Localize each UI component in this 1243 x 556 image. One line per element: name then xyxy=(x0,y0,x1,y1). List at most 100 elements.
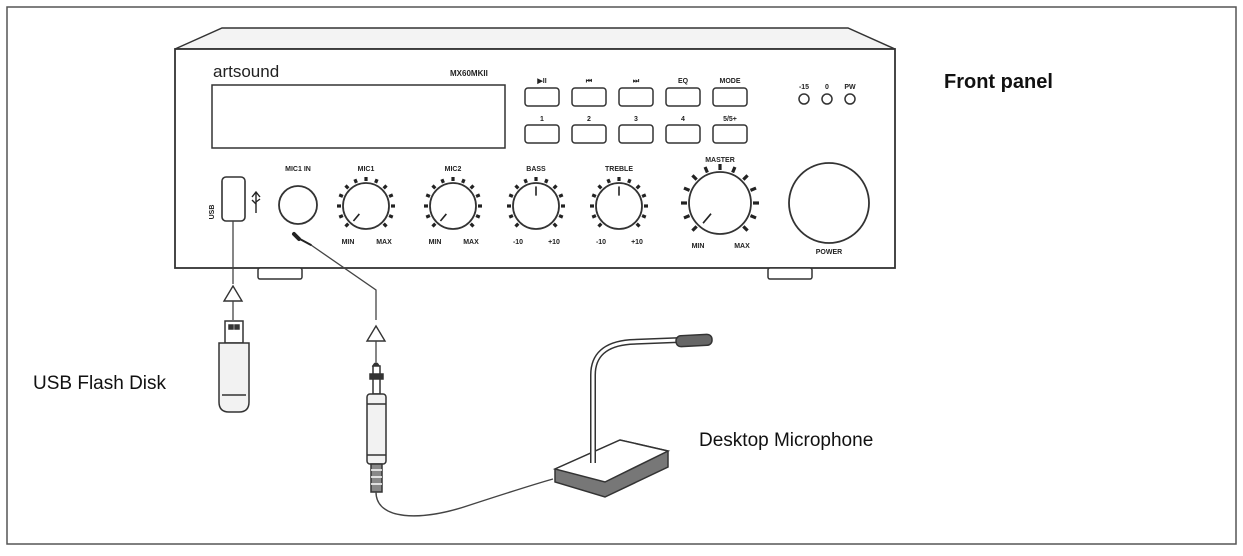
mode-label: MODE xyxy=(720,78,741,85)
mic1-min-label: MIN xyxy=(342,239,355,246)
desktop-microphone-label: Desktop Microphone xyxy=(699,430,873,451)
mic1-scale-tick xyxy=(382,222,388,228)
usb-port[interactable] xyxy=(221,176,246,222)
mic1-knob-label: MIC1 xyxy=(358,166,375,173)
mic1-in-label: MIC1 IN xyxy=(285,166,311,173)
power-label: POWER xyxy=(816,249,842,256)
mic2-scale-tick xyxy=(431,184,437,190)
bass-scale-tick xyxy=(514,184,520,190)
bass-scale-tick xyxy=(544,178,549,184)
preset-2-button[interactable] xyxy=(571,124,607,144)
next-button[interactable] xyxy=(618,87,654,107)
preset-buttons: 1 2 3 4 5/5+ xyxy=(524,116,748,144)
mic1-scale-tick xyxy=(344,184,350,190)
treble-scale-tick xyxy=(641,214,647,219)
amplifier-top xyxy=(174,27,896,50)
indicator-pw-led xyxy=(844,93,856,105)
bass-scale-tick xyxy=(558,193,564,198)
preset-4-label: 4 xyxy=(681,116,685,123)
bass-scale-tick xyxy=(552,222,558,228)
bass-scale-tick xyxy=(514,222,520,228)
preset-1-button[interactable] xyxy=(524,124,560,144)
front-panel-heading: Front panel xyxy=(944,71,1053,93)
preset-5-button[interactable] xyxy=(712,124,748,144)
bass-min-label: -10 xyxy=(513,239,523,246)
mic2-knob-label: MIC2 xyxy=(445,166,462,173)
preset-1-label: 1 xyxy=(540,116,544,123)
treble-scale-tick xyxy=(597,184,603,190)
preset-5-label: 5/5+ xyxy=(723,116,737,123)
mic1-scale-tick xyxy=(388,193,394,198)
mic2-scale-tick xyxy=(431,222,437,228)
master-min-label: MIN xyxy=(692,243,705,250)
mic2-min-label: MIN xyxy=(429,239,442,246)
treble-max-label: +10 xyxy=(631,239,643,246)
mic1-knob[interactable] xyxy=(342,182,390,230)
eq-label: EQ xyxy=(678,78,689,85)
indicator-minus15-led xyxy=(798,93,810,105)
treble-min-label: -10 xyxy=(596,239,606,246)
treble-scale-tick xyxy=(635,184,641,190)
usb-label: USB xyxy=(209,205,216,220)
usb-flash-disk-label: USB Flash Disk xyxy=(33,373,167,394)
brand-logo: artsound xyxy=(213,62,279,81)
previous-button[interactable] xyxy=(571,87,607,107)
treble-scale-tick xyxy=(635,222,641,228)
amplifier-foot-right xyxy=(767,267,813,280)
transport-buttons: ▶II ⏮ ⏭ EQ MODE xyxy=(524,78,748,107)
mic2-scale-tick xyxy=(425,193,431,198)
master-scale-tick xyxy=(691,225,698,232)
preset-3-button[interactable] xyxy=(618,124,654,144)
preset-2-label: 2 xyxy=(587,116,591,123)
play-pause-label: ▶II xyxy=(536,78,546,85)
mic1-max-label: MAX xyxy=(376,239,392,246)
treble-knob-label: TREBLE xyxy=(605,166,633,173)
microphone-cable xyxy=(375,478,554,517)
mic1-scale-tick xyxy=(344,222,350,228)
mic2-scale-tick xyxy=(469,184,475,190)
mic2-scale-tick xyxy=(440,178,445,184)
mic2-knob[interactable] xyxy=(429,182,477,230)
bass-scale-tick xyxy=(508,193,514,198)
indicator-minus15-label: -15 xyxy=(799,84,809,91)
usb-symbol-icon xyxy=(251,190,261,213)
treble-scale-tick xyxy=(597,222,603,228)
lcd-display xyxy=(211,84,506,149)
mode-button[interactable] xyxy=(712,87,748,107)
bass-max-label: +10 xyxy=(548,239,560,246)
master-knob-label: MASTER xyxy=(705,157,735,164)
eq-button[interactable] xyxy=(665,87,701,107)
mic2-scale-tick xyxy=(475,214,481,219)
master-scale-tick xyxy=(703,166,709,174)
master-scale-tick xyxy=(749,214,757,220)
bass-scale-tick xyxy=(523,178,528,184)
bass-scale-tick xyxy=(508,214,514,219)
master-scale-tick xyxy=(749,186,757,192)
play-pause-button[interactable] xyxy=(524,87,560,107)
bass-scale-tick xyxy=(558,214,564,219)
mic2-scale-tick xyxy=(425,214,431,219)
master-knob[interactable] xyxy=(688,171,752,235)
usb-flash-disk-icon xyxy=(218,320,250,413)
master-scale-tick xyxy=(683,186,691,192)
bass-knob[interactable] xyxy=(512,182,560,230)
mic1-scale-tick xyxy=(338,214,344,219)
treble-scale-tick xyxy=(591,193,597,198)
master-scale-tick xyxy=(742,225,749,232)
mic1-in-jack[interactable] xyxy=(278,185,318,225)
treble-scale-tick xyxy=(627,178,632,184)
model-name: MX60MKII xyxy=(450,69,488,78)
treble-knob[interactable] xyxy=(595,182,643,230)
next-label: ⏭ xyxy=(633,78,640,85)
mic1-scale-tick xyxy=(374,178,379,184)
master-scale-tick xyxy=(683,214,691,220)
indicator-0-label: 0 xyxy=(825,84,829,91)
master-scale-tick xyxy=(691,174,698,181)
master-scale-tick xyxy=(742,174,749,181)
master-max-label: MAX xyxy=(734,243,750,250)
preset-4-button[interactable] xyxy=(665,124,701,144)
power-button[interactable] xyxy=(788,162,870,244)
bass-knob-label: BASS xyxy=(526,166,546,173)
